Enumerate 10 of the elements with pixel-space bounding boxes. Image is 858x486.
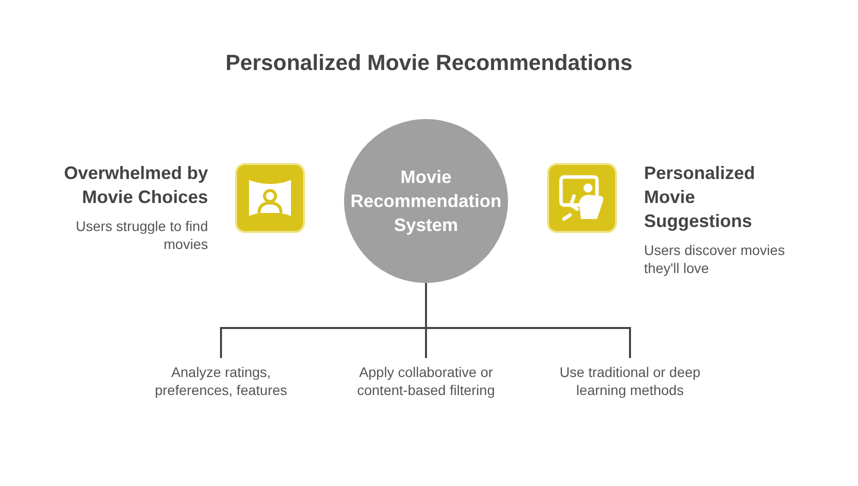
connector-line — [425, 283, 631, 358]
node-description: Users struggle to find movies — [74, 217, 208, 253]
branch-text: Analyze ratings, preferences, features — [154, 363, 288, 399]
node-heading: Personalized Movie Suggestions — [644, 162, 756, 233]
branch-text: Apply collaborative or content-based filtering — [356, 363, 496, 399]
branch-text: Use traditional or deep learning methods — [558, 363, 702, 399]
node-heading: Overwhelmed by Movie Choices — [62, 162, 208, 209]
circle-label: Movie Recommendation System — [349, 166, 503, 237]
node-description: Users discover movies they'll love — [644, 241, 786, 277]
diagram-title: Personalized Movie Recommendations — [224, 49, 634, 77]
